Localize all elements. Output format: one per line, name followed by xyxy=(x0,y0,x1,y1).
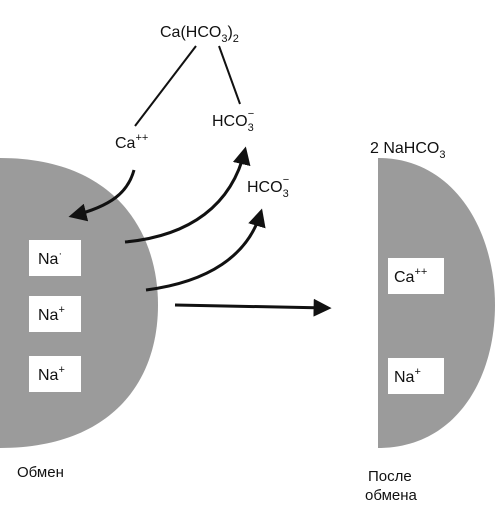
arrow-exchanger-to-hco3-1 xyxy=(124,146,251,244)
caption-after-line2: обмена xyxy=(365,487,418,504)
exchanger-after xyxy=(378,158,495,448)
arrow-to-after xyxy=(174,298,332,317)
arrow-ca-to-exchanger xyxy=(68,169,136,222)
ion-box-before-3 xyxy=(29,356,81,392)
caption-before: Обмен xyxy=(17,464,64,481)
ion-bicarbonate-2: HCO3− xyxy=(247,174,289,200)
ion-box-before-1 xyxy=(29,240,81,276)
split-line-to-ca xyxy=(134,45,197,127)
split-line-to-hco3 xyxy=(218,45,241,105)
caption-after-line1: После xyxy=(368,468,412,485)
ion-bicarbonate-1: HCO3− xyxy=(212,108,254,134)
ion-box-after-1 xyxy=(388,258,444,294)
ion-label-before-2: Na+ xyxy=(38,304,65,324)
ion-box-before-2 xyxy=(29,296,81,332)
formula-calcium-bicarbonate: Ca(HCO3)2 xyxy=(160,24,239,45)
ion-calcium: Ca++ xyxy=(115,132,148,152)
ion-label-after-2: Na+ xyxy=(394,366,421,386)
ion-label-after-1: Ca++ xyxy=(394,266,427,286)
ion-label-before-3: Na+ xyxy=(38,364,65,384)
ion-box-after-2 xyxy=(388,358,444,394)
product-sodium-bicarbonate: 2 NaHCO3 xyxy=(370,140,445,161)
ion-label-before-1: Na· xyxy=(38,248,62,268)
arrow-exchanger-to-hco3-2 xyxy=(145,208,266,292)
